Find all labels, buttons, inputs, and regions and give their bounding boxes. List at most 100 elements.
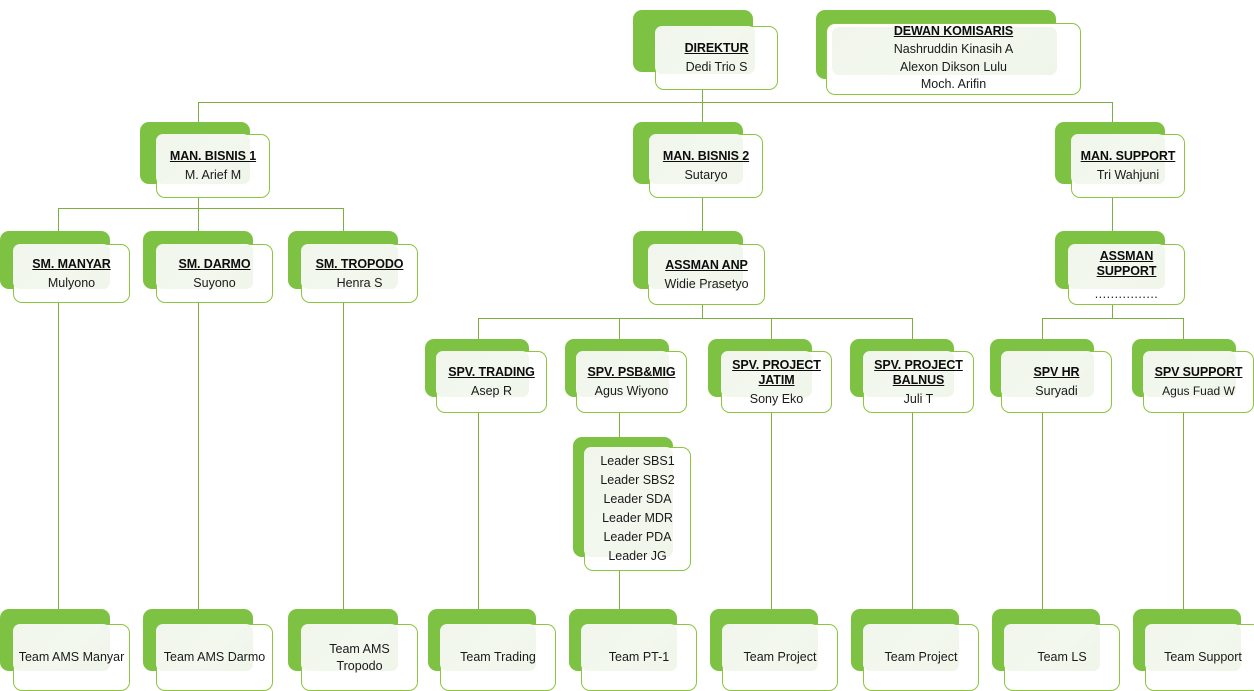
node-assman-support[interactable]: ASSMAN SUPPORT ................ [1055,231,1185,305]
node-sm-manyar[interactable]: SM. MANYAR Mulyono [0,231,130,303]
node-title: SPV SUPPORT [1154,365,1243,379]
node-person-placeholder: ................ [1094,286,1159,301]
node-spv-project-jatim[interactable]: SPV. PROJECT JATIM Sony Eko [708,339,832,413]
connector-spv-hr-to-team-ls [1042,410,1043,610]
member-name: Alexon Dikson Lulu [899,59,1007,74]
node-content: Team AMS Darmo [156,624,273,691]
node-person: Asep R [471,384,512,398]
node-team-trading[interactable]: Team Trading [428,609,556,691]
node-inner [863,624,959,671]
node-team-ams-darmo[interactable]: Team AMS Darmo [143,609,273,691]
node-inner [301,624,398,671]
node-inner [863,351,954,397]
connector-bus-to-man-bisnis-2 [702,102,703,123]
node-man-bisnis-2[interactable]: MAN. BISNIS 2 Sutaryo [633,122,763,198]
node-team-project-jatim[interactable]: Team Project [710,609,838,691]
member-name: Moch. Arifin [920,77,987,92]
node-sm-tropodo[interactable]: SM. TROPODO Henra S [288,231,418,303]
node-inner [576,351,669,397]
connector-bus-to-man-bisnis-1 [198,102,199,123]
leader-item: Leader PDA [603,530,672,544]
node-inner [1071,134,1165,184]
node-direktur[interactable]: DIREKTUR Dedi Trio S [633,10,778,90]
node-title: SPV. PSB&MIG [587,365,676,379]
team-label: Team Trading [460,650,536,664]
team-label: Team PT-1 [608,650,670,664]
team-label: Team AMS Darmo [163,650,266,664]
node-content: SPV. PSB&MIG Agus Wiyono [576,351,687,413]
node-title: DEWAN KOMISARIS [893,24,1014,39]
connector-spv-bus-to-project-balnus [912,318,913,340]
node-team-ams-tropodo[interactable]: Team AMS Tropodo [288,609,418,691]
node-man-bisnis-1[interactable]: MAN. BISNIS 1 M. Arief M [140,122,270,198]
connector-assman-support-stem [1112,304,1113,318]
node-title: MAN. BISNIS 1 [169,149,257,163]
node-title: SPV HR [1033,365,1080,379]
connector-direktur-stem [702,88,703,103]
connector-main-bus [198,102,1113,103]
node-team-support[interactable]: Team Support [1133,609,1254,691]
leader-item: Leader SBS1 [600,454,675,468]
connector-spv-support-to-team-support [1183,410,1184,610]
node-title: MAN. SUPPORT [1080,149,1176,163]
node-person: Suyono [193,275,236,290]
node-content: SPV HR Suryadi [1001,351,1112,413]
node-person: Widie Prasetyo [664,276,749,291]
node-inner [721,351,812,397]
node-inner [440,624,536,671]
node-person: Suryadi [1035,384,1078,398]
node-person: Dedi Trio S [685,60,748,74]
connector-man-bisnis-1-stem [198,194,199,209]
connector-spv-bus-to-project-jatim [771,318,772,340]
leader-item: Leader SDA [603,492,672,506]
connector-manyar-to-team [58,300,59,610]
connector-spv-bus-to-trading [478,318,479,340]
node-content: MAN. BISNIS 2 Sutaryo [649,134,763,198]
node-title: SPV. PROJECT BALNUS [874,357,963,387]
node-inner [436,351,529,397]
connector-assman-anp-stem [702,304,703,318]
node-inner [581,624,677,671]
node-inner [1001,351,1094,397]
node-assman-anp[interactable]: ASSMAN ANP Widie Prasetyo [633,231,765,305]
node-content: SM. TROPODO Henra S [301,244,418,303]
node-sm-darmo[interactable]: SM. DARMO Suyono [143,231,273,303]
connector-man-bisnis-2-to-assman-anp [702,194,703,233]
connector-tropodo-to-team [343,300,344,610]
team-label: Team AMS Tropodo [329,641,390,673]
node-team-project-balnus[interactable]: Team Project [851,609,979,691]
connector-bus-to-man-support [1112,102,1113,123]
node-inner [13,244,110,289]
node-title: DIREKTUR [684,41,749,55]
node-title: SM. DARMO [178,256,251,271]
node-content: ASSMAN SUPPORT ................ [1068,244,1185,305]
node-content: Leader SBS1 Leader SBS2 Leader SDA Leade… [584,447,691,571]
node-inner [584,447,673,557]
node-title: ASSMAN ANP [665,257,748,272]
node-dewan-komisaris[interactable]: DEWAN KOMISARIS Nashruddin Kinasih A Ale… [816,10,1081,95]
connector-sm-bus-to-darmo [198,208,199,232]
node-leaders[interactable]: Leader SBS1 Leader SBS2 Leader SDA Leade… [573,437,691,571]
connector-spv-psbmig-to-leaders [619,410,620,438]
node-content: SM. MANYAR Mulyono [13,244,130,303]
node-team-pt1[interactable]: Team PT-1 [569,609,697,691]
node-content: Team AMS Tropodo [301,624,418,691]
node-person: Mulyono [47,275,96,290]
team-label: Team LS [1037,650,1087,664]
node-content: MAN. BISNIS 1 M. Arief M [156,134,270,198]
node-spv-psbmig[interactable]: SPV. PSB&MIG Agus Wiyono [565,339,687,413]
node-person: Agus Fuad W [1162,384,1235,398]
node-man-support[interactable]: MAN. SUPPORT Tri Wahjuni [1055,122,1185,198]
node-team-ls[interactable]: Team LS [992,609,1120,691]
node-team-ams-manyar[interactable]: Team AMS Manyar [0,609,130,691]
node-content: DEWAN KOMISARIS Nashruddin Kinasih A Ale… [826,23,1081,95]
node-inner [156,624,253,671]
node-content: Team Project [863,624,979,691]
node-spv-project-balnus[interactable]: SPV. PROJECT BALNUS Juli T [850,339,974,413]
node-inner [655,26,755,74]
node-spv-trading[interactable]: SPV. TRADING Asep R [425,339,547,413]
node-person: Sutaryo [684,168,728,182]
node-spv-support[interactable]: SPV SUPPORT Agus Fuad W [1132,339,1254,413]
node-spv-hr[interactable]: SPV HR Suryadi [990,339,1112,413]
